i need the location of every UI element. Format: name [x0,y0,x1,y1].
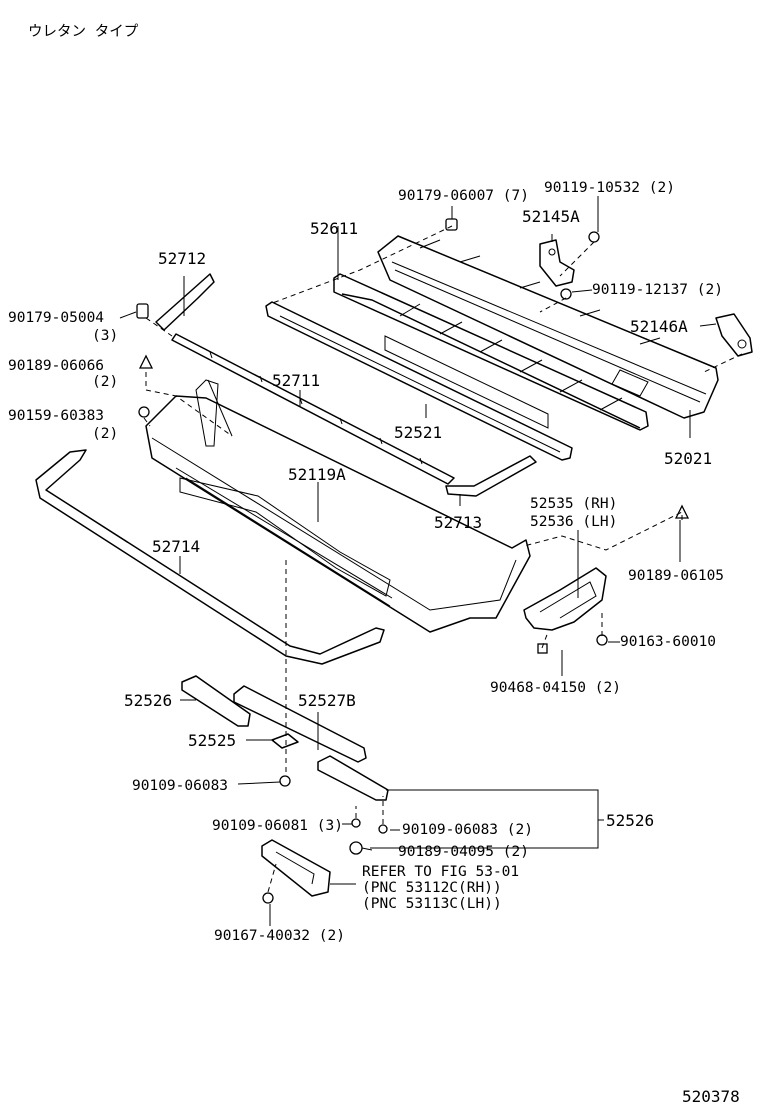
label-90468-04150: 90468-04150 (2) [490,680,621,696]
plate-52525[interactable] [271,733,299,749]
bracket-52526-lower[interactable] [317,755,389,801]
label-90167-40032: 90167-40032 (2) [214,928,345,944]
label-90189-06105: 90189-06105 [628,568,724,584]
fastener-90119-12137[interactable] [560,288,572,300]
absorber-52611[interactable] [333,273,649,431]
fastener-90109-06083-a[interactable] [279,775,291,787]
fastener-90189-04095[interactable] [349,841,363,855]
side-retainer-52535[interactable] [523,567,607,631]
label-52713: 52713 [434,513,482,532]
label-90119-12137: 90119-12137 (2) [592,282,723,298]
label-90179-06007: 90179-06007 (7) [398,188,529,204]
bracket-52145A[interactable] [539,239,575,287]
fastener-90159-60383[interactable] [138,406,150,418]
label-90109-06081: 90109-06081 (3) [212,818,343,834]
label-90189-06066-qty: (2) [92,374,118,390]
label-52526-lower: 52526 [606,811,654,830]
refer-note-line3: (PNC 53113C(LH)) [362,896,502,912]
label-52536: 52536 (LH) [530,514,617,530]
label-52527B: 52527B [298,691,356,710]
figure-number: 520378 [682,1087,740,1106]
molding-52713[interactable] [445,455,537,497]
leader-lines [119,196,717,926]
fastener-90167-40032[interactable] [262,892,274,904]
label-52526-upper: 52526 [124,691,172,710]
label-52611: 52611 [310,219,358,238]
label-52021: 52021 [664,449,712,468]
molding-52712[interactable] [155,273,215,331]
label-90179-05004: 90179-05004 [8,310,104,326]
label-90189-06066: 90189-06066 [8,358,104,374]
label-52521: 52521 [394,423,442,442]
label-52525: 52525 [188,731,236,750]
refer-note-line2: (PNC 53112C(RH)) [362,880,502,896]
label-90189-04095: 90189-04095 (2) [398,844,529,860]
fastener-90163-60010[interactable] [596,634,608,646]
fastener-90189-06066[interactable] [138,354,154,369]
label-52119A: 52119A [288,465,346,484]
label-52714: 52714 [152,537,200,556]
retainer-52521[interactable] [265,301,573,461]
label-90109-06083-b: 90109-06083 (2) [402,822,533,838]
label-90159-60383-qty: (2) [92,426,118,442]
label-90159-60383: 90159-60383 [8,408,104,424]
molding-52714[interactable] [35,449,385,665]
label-90119-10532: 90119-10532 (2) [544,180,675,196]
label-52712: 52712 [158,249,206,268]
type-label: ウレタン タイプ [28,23,139,40]
label-52145A: 52145A [522,207,580,226]
label-90163-60010: 90163-60010 [620,634,716,650]
fastener-90109-06081[interactable] [351,818,361,828]
bracket-52146A[interactable] [715,313,753,357]
fastener-90109-06083-b[interactable] [378,824,388,834]
label-52535: 52535 (RH) [530,496,617,512]
fastener-90119-10532[interactable] [588,231,600,243]
bumper-cover-52119A[interactable] [145,379,531,633]
lamp-bracket[interactable] [261,839,331,897]
reinforcement-52021[interactable] [377,235,719,419]
label-52146A: 52146A [630,317,688,336]
bracket-52526-upper[interactable] [181,675,251,727]
fastener-90468-04150[interactable] [537,643,548,654]
reinforcement-52527B[interactable] [233,685,367,763]
label-90109-06083-a: 90109-06083 [132,778,228,794]
label-90179-05004-qty: (3) [92,328,118,344]
refer-note-line1: REFER TO FIG 53-01 [362,864,519,880]
label-52711: 52711 [272,371,320,390]
fastener-90179-05004[interactable] [136,303,149,319]
molding-52711[interactable] [171,333,455,485]
